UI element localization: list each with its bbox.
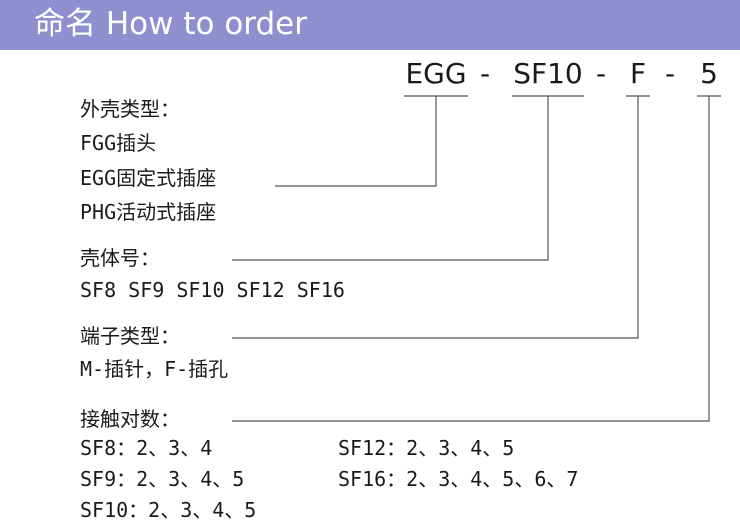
shell-type-title: 外壳类型：: [80, 97, 180, 121]
code-part-contacts: 5: [700, 57, 718, 90]
contacts-row: SF9：2、3、4、5: [80, 467, 245, 491]
contacts-row: SF10：2、3、4、5: [80, 498, 257, 522]
shell-size-values: SF8 SF9 SF10 SF12 SF16: [80, 278, 345, 302]
shell-type-item: EGG固定式插座: [80, 166, 217, 190]
contacts-row: SF8：2、3、4: [80, 436, 213, 460]
header-banner: 命名 How to order: [0, 0, 740, 50]
shell-type-item: FGG插头: [80, 131, 157, 155]
code-part-shell-type: EGG: [405, 57, 467, 90]
code-separator: -: [479, 57, 491, 90]
leader-contacts: [232, 96, 710, 422]
contacts-row: SF12：2、3、4、5: [338, 436, 515, 460]
code-part-terminal-type: F: [629, 57, 647, 90]
leader-shell-type: [275, 96, 437, 187]
page-title: 命名 How to order: [34, 6, 307, 42]
contacts-title: 接触对数：: [80, 407, 180, 431]
shell-type-item: PHG活动式插座: [80, 200, 217, 224]
code-separator: -: [595, 57, 607, 90]
terminal-type-title: 端子类型：: [80, 324, 180, 348]
shell-size-title: 壳体号：: [80, 246, 160, 270]
contacts-row: SF16：2、3、4、5、6、7: [338, 467, 579, 491]
leader-shell-size: [232, 96, 549, 261]
terminal-type-values: M-插针，F-插孔: [80, 357, 229, 381]
code-part-shell-size: SF10: [513, 57, 583, 90]
code-separator: -: [664, 57, 676, 90]
